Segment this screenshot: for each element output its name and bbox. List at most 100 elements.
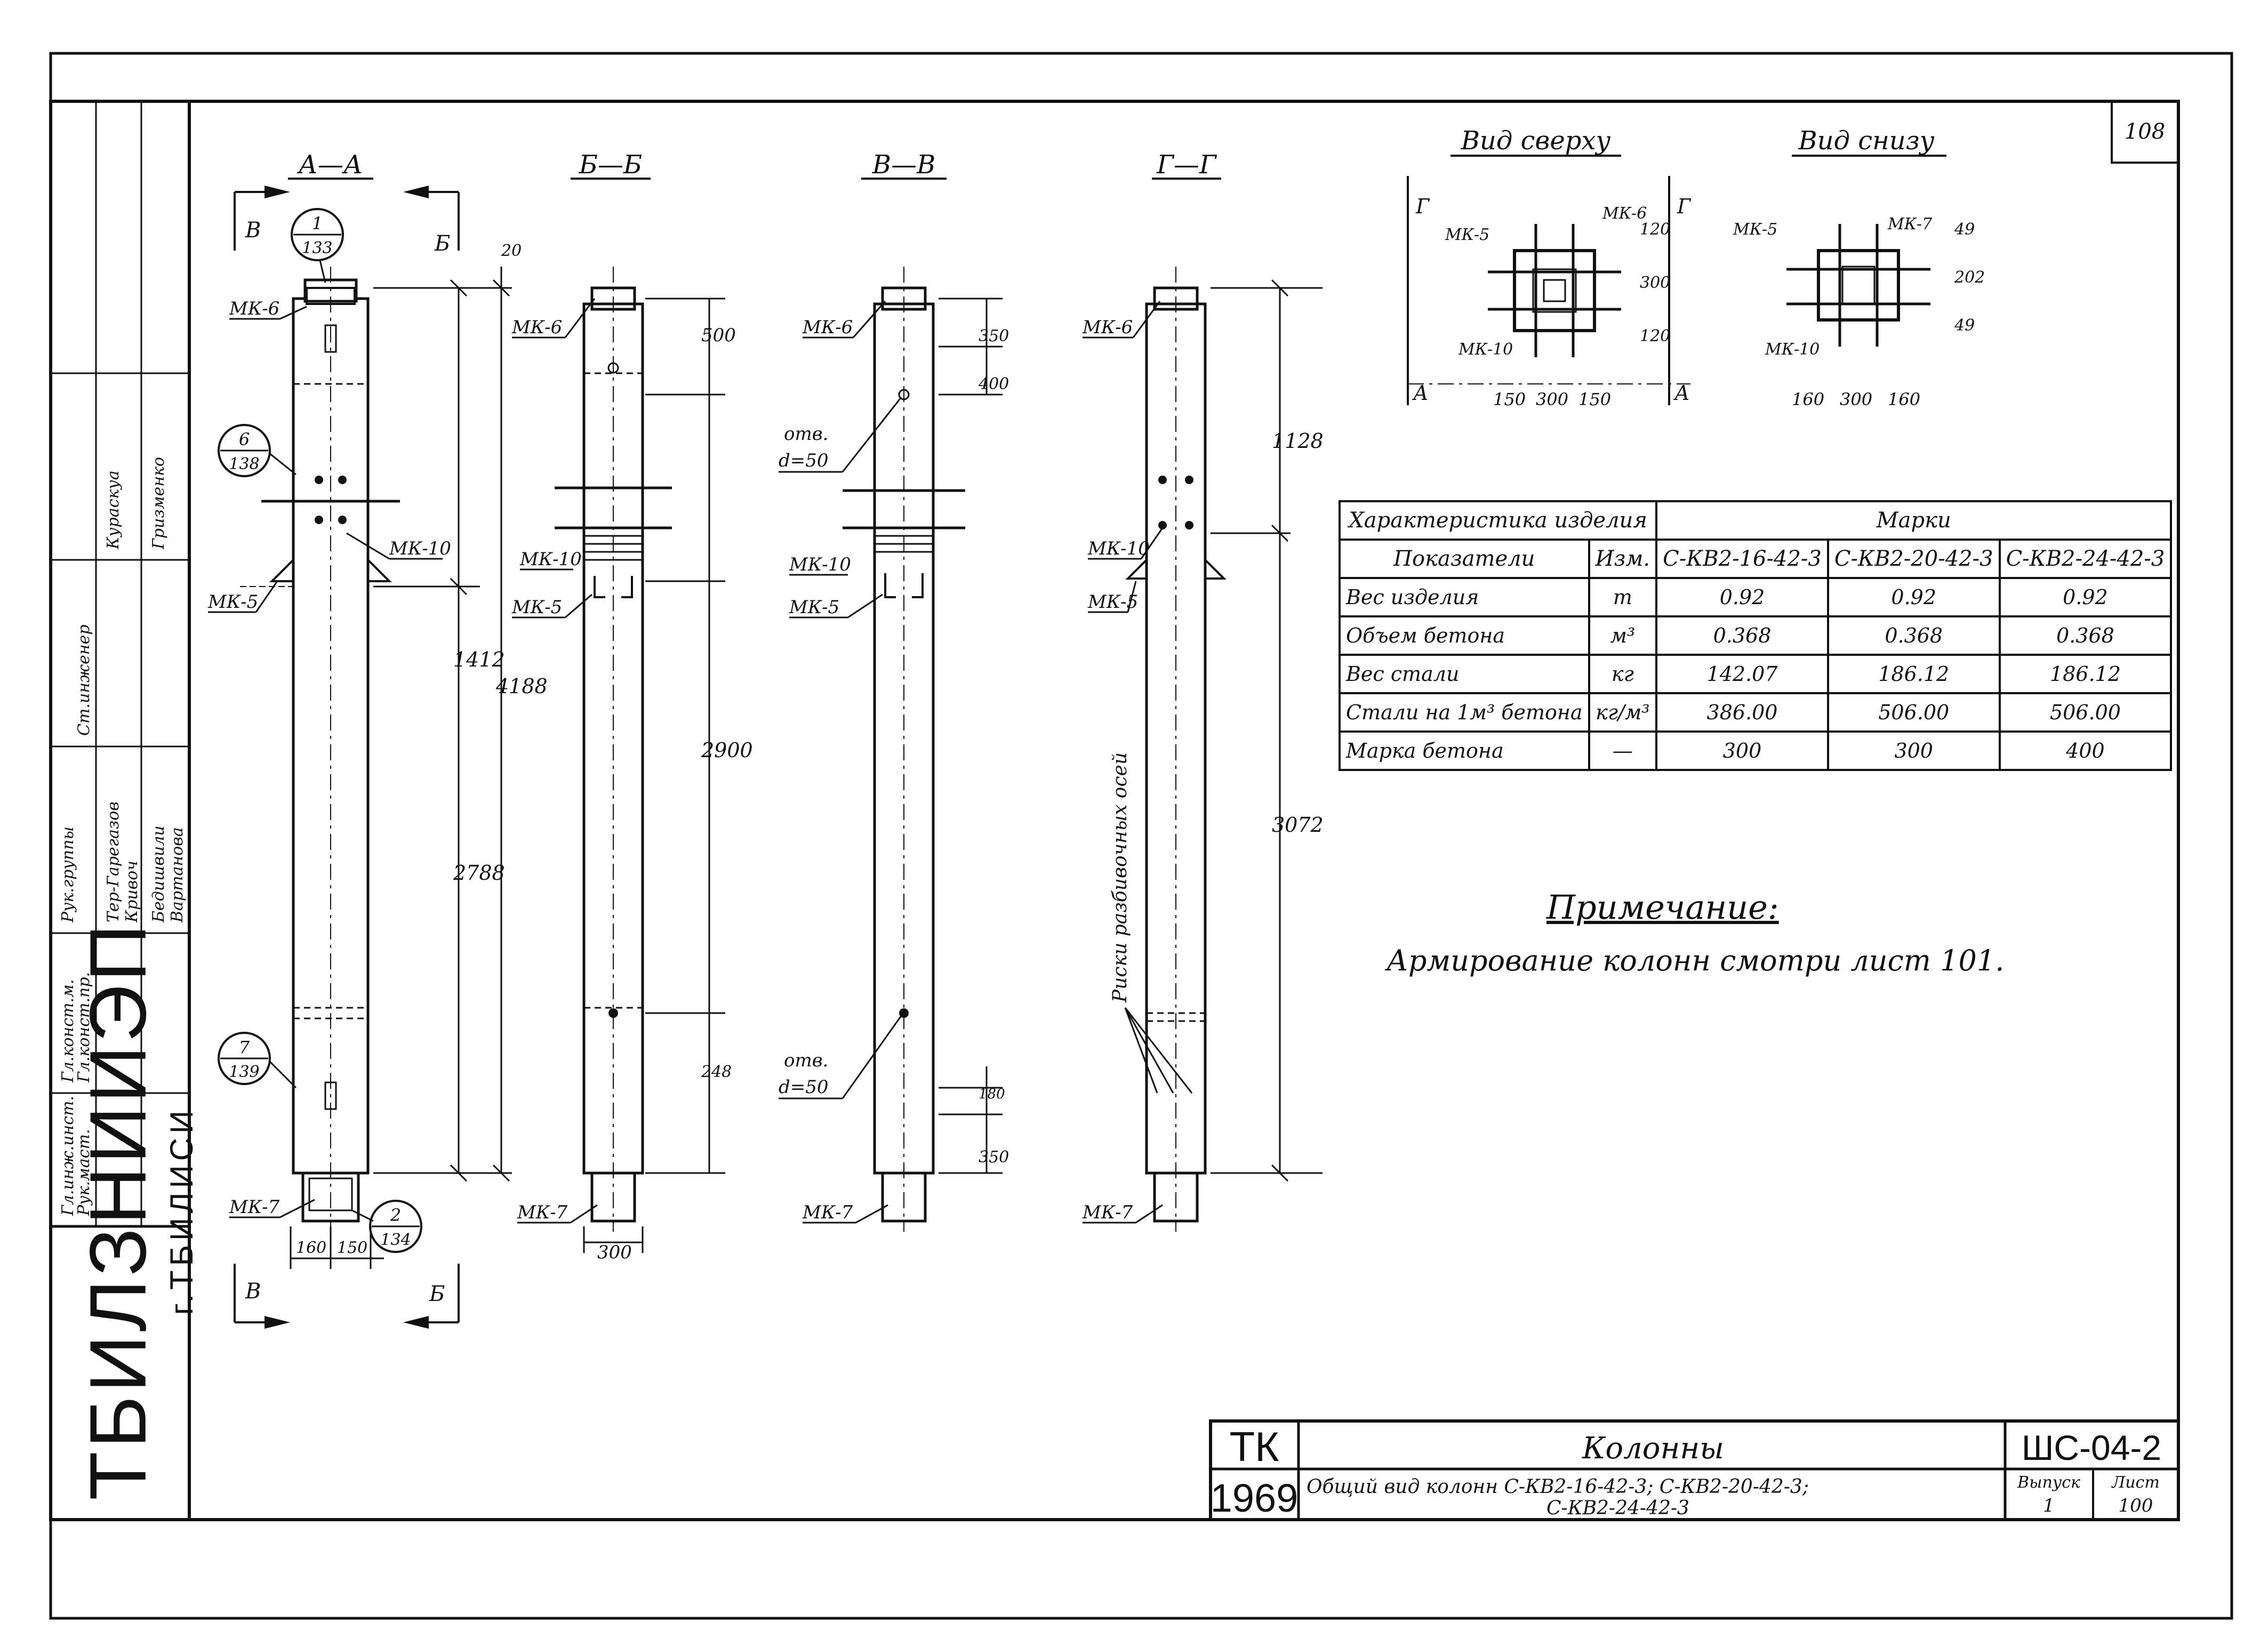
svg-text:202: 202 [1954,268,1985,287]
dim-500: 500 [701,325,736,346]
label-mk7-a: МК-7 [229,1197,280,1218]
staff-name-3: Вартанова [168,827,187,922]
stamp-org-code: ТК [1229,1423,1279,1470]
table-row: Вес изделия т 0.92 0.92 0.92 [1339,577,2173,617]
staff-name-0: Тер-Гарегазов [104,801,123,922]
table-row: Стали на 1м³ бетона кг/м³ 386.00 506.00 … [1339,692,2173,733]
stamp-sheet: 100 [2119,1495,2153,1516]
column-section-v: В—В МК-6 отв. d=50 МК-10 МК-5 отв. d=50 [779,150,1009,1232]
spec-header-characteristics: Характеристика изделия [1338,500,1658,541]
column-section-g: Г—Г МК-6 МК-10 МК-5 МК-7 [1082,150,1324,1232]
label-mk6-g: МК-6 [1082,317,1133,338]
svg-text:150: 150 [1578,389,1611,410]
stamp-title: Колонны [1582,1431,1724,1466]
svg-text:120: 120 [1640,327,1670,346]
svg-text:133: 133 [302,239,332,258]
label-mk10-v: МК-10 [789,554,851,575]
svg-text:6: 6 [239,429,250,449]
org-city: г.ТБИЛИСИ [163,1106,199,1315]
staff-role-1: Рук.маст. [75,1129,93,1216]
corner-sheet-box [2111,100,2179,164]
top-cut-a-right: А [1673,381,1690,405]
label-mk7-b: МК-7 [517,1202,568,1223]
staff-name-5: Гризменко [149,456,168,549]
top-label-mk5: МК-5 [1445,226,1489,244]
dim-150-a: 150 [337,1239,367,1257]
label-mk5-b: МК-5 [511,597,562,618]
staff-role-3: Гл.конст.пр. [75,971,93,1082]
svg-text:300: 300 [1840,389,1872,410]
label-mk7-v: МК-7 [802,1202,853,1223]
top-label-mk10: МК-10 [1458,340,1513,359]
bottom-label-mk7: МК-7 [1887,215,1933,234]
bottom-label-mk5: МК-5 [1733,220,1777,239]
spec-mark-3: С-КВ2-24-42-3 [1998,539,2173,579]
section-title-g: Г—Г [1156,150,1217,180]
dim-2900: 2900 [701,738,753,762]
spec-header-param: Показатели [1339,539,1590,579]
label-mk10-b: МК-10 [519,549,582,570]
table-row: Вес стали кг 142.07 186.12 186.12 [1339,654,2173,694]
svg-text:300: 300 [1536,389,1568,410]
svg-text:134: 134 [380,1231,411,1249]
callout-6-138: 6 138 [218,424,296,477]
dim-4188: 4188 [495,675,548,698]
cut-mark-v-bottom: В [245,1279,261,1304]
spec-table: Характеристика изделия Марки Показатели … [1338,500,2173,771]
staff-grid [51,101,189,1226]
svg-text:49: 49 [1954,220,1975,239]
label-mk6-b: МК-6 [511,317,562,338]
dim-20: 20 [501,242,522,260]
staff-name-1: Кривоч [123,861,141,922]
stamp-issue-label: Выпуск [2017,1473,2080,1492]
view-bottom: Вид снизу МК-5 МК-7 МК-10 160 300 160 49… [1733,126,1985,410]
column-section-a: А—А В Б В Б [207,150,548,1329]
svg-text:160: 160 [1792,389,1824,410]
label-mk6-a: МК-6 [229,298,279,319]
svg-text:150: 150 [1493,389,1526,410]
label-risks: Риски разбивочных осей [1109,752,1131,1002]
staff-name-2: Бедишвили [149,825,168,922]
column-section-b: Б—Б МК-6 МК-10 МК-5 МК-7 [511,150,753,1263]
dim-1412: 1412 [453,648,505,671]
cut-mark-v-top: В [245,218,261,243]
top-cut-a-left: А [1412,381,1429,405]
bottom-label-mk10: МК-10 [1765,340,1820,359]
label-otv-bottom: отв. [784,1050,828,1071]
view-top: Вид сверху МК-5 МК-6 МК-10 А А Г Г 150 3… [1407,126,1692,410]
note-text: Армирование колонн смотри лист 101. [1387,944,2005,977]
label-mk5-v: МК-5 [789,597,839,618]
dim-300-b: 300 [597,1242,632,1263]
dim-2788: 2788 [453,861,505,885]
svg-text:7: 7 [239,1037,250,1057]
dims-column-a [373,267,512,1182]
spec-header-unit: Изм. [1588,539,1658,579]
dim-180: 180 [979,1086,1005,1102]
label-mk6-v: МК-6 [802,317,853,338]
table-row: Объем бетона м³ 0.368 0.368 0.368 [1339,615,2173,656]
section-title-v: В—В [872,150,936,180]
stamp-doc-code: ШС-04-2 [2022,1428,2161,1467]
view-top-title: Вид сверху [1461,126,1611,156]
spec-header-marks: Марки [1655,500,2173,541]
dim-350-bottom: 350 [979,1148,1009,1167]
dim-3072: 3072 [1272,813,1324,837]
spec-mark-2: С-КВ2-20-42-3 [1826,539,2001,579]
spec-mark-1: С-КВ2-16-42-3 [1655,539,1829,579]
svg-text:1: 1 [312,213,323,234]
section-title-b: Б—Б [579,150,643,180]
view-bottom-title: Вид снизу [1798,126,1934,156]
callout-1-133: 1 133 [291,208,344,283]
staff-name-4: Кураскуа [104,470,123,549]
dim-400: 400 [978,375,1009,394]
svg-text:300: 300 [1640,274,1670,292]
svg-text:2: 2 [390,1205,401,1225]
dim-160-a: 160 [296,1239,326,1257]
stamp-subtitle-line2: С-КВ2-24-42-3 [1546,1497,1689,1519]
label-mk5-a: МК-5 [207,591,258,613]
cut-mark-b-top: Б [434,231,450,256]
svg-text:120: 120 [1640,220,1670,239]
top-cut-g-right: Г [1677,195,1692,218]
stamp-sheet-label: Лист [2111,1473,2160,1492]
dim-1128: 1128 [1272,429,1324,453]
